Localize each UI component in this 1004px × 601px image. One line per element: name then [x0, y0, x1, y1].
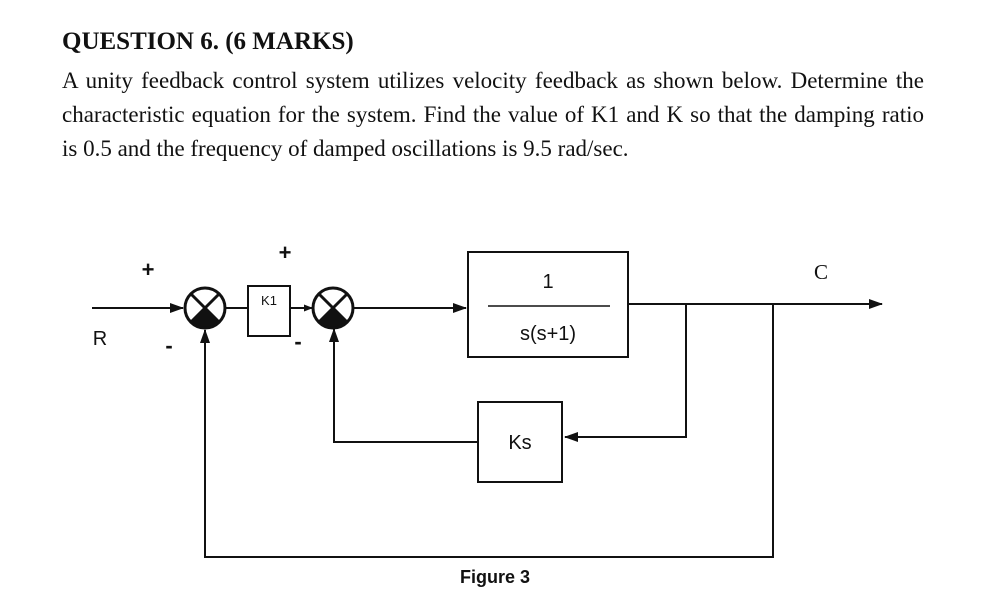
- summing-junction-1: [183, 286, 227, 330]
- question-title: QUESTION 6. (6 MARKS): [62, 28, 354, 55]
- k1-gain-block: [247, 285, 291, 337]
- sum1-plus-sign: +: [142, 257, 155, 282]
- input-label-r: R: [93, 328, 107, 350]
- velocity-feedback-path: [564, 304, 687, 442]
- sum2-minus-sign: -: [294, 329, 301, 354]
- summing-junction-2: [311, 286, 355, 330]
- output-label-c: C: [814, 260, 828, 284]
- figure-caption: Figure 3: [460, 567, 530, 587]
- plant-denominator: s(s+1): [520, 323, 576, 345]
- sum2-plus-sign: +: [279, 240, 292, 265]
- sum1-minus-sign: -: [165, 333, 172, 358]
- plant-block: [467, 251, 629, 358]
- unity-feedback-path: [200, 304, 774, 558]
- feedback-ks-block: [477, 401, 563, 483]
- inner-feedback-return: [329, 328, 478, 443]
- k1-gain-label: K1: [261, 293, 277, 308]
- feedback-ks-label: Ks: [508, 432, 531, 454]
- plant-numerator: 1: [542, 271, 553, 293]
- question-text: A unity feedback control system utilizes…: [62, 68, 924, 161]
